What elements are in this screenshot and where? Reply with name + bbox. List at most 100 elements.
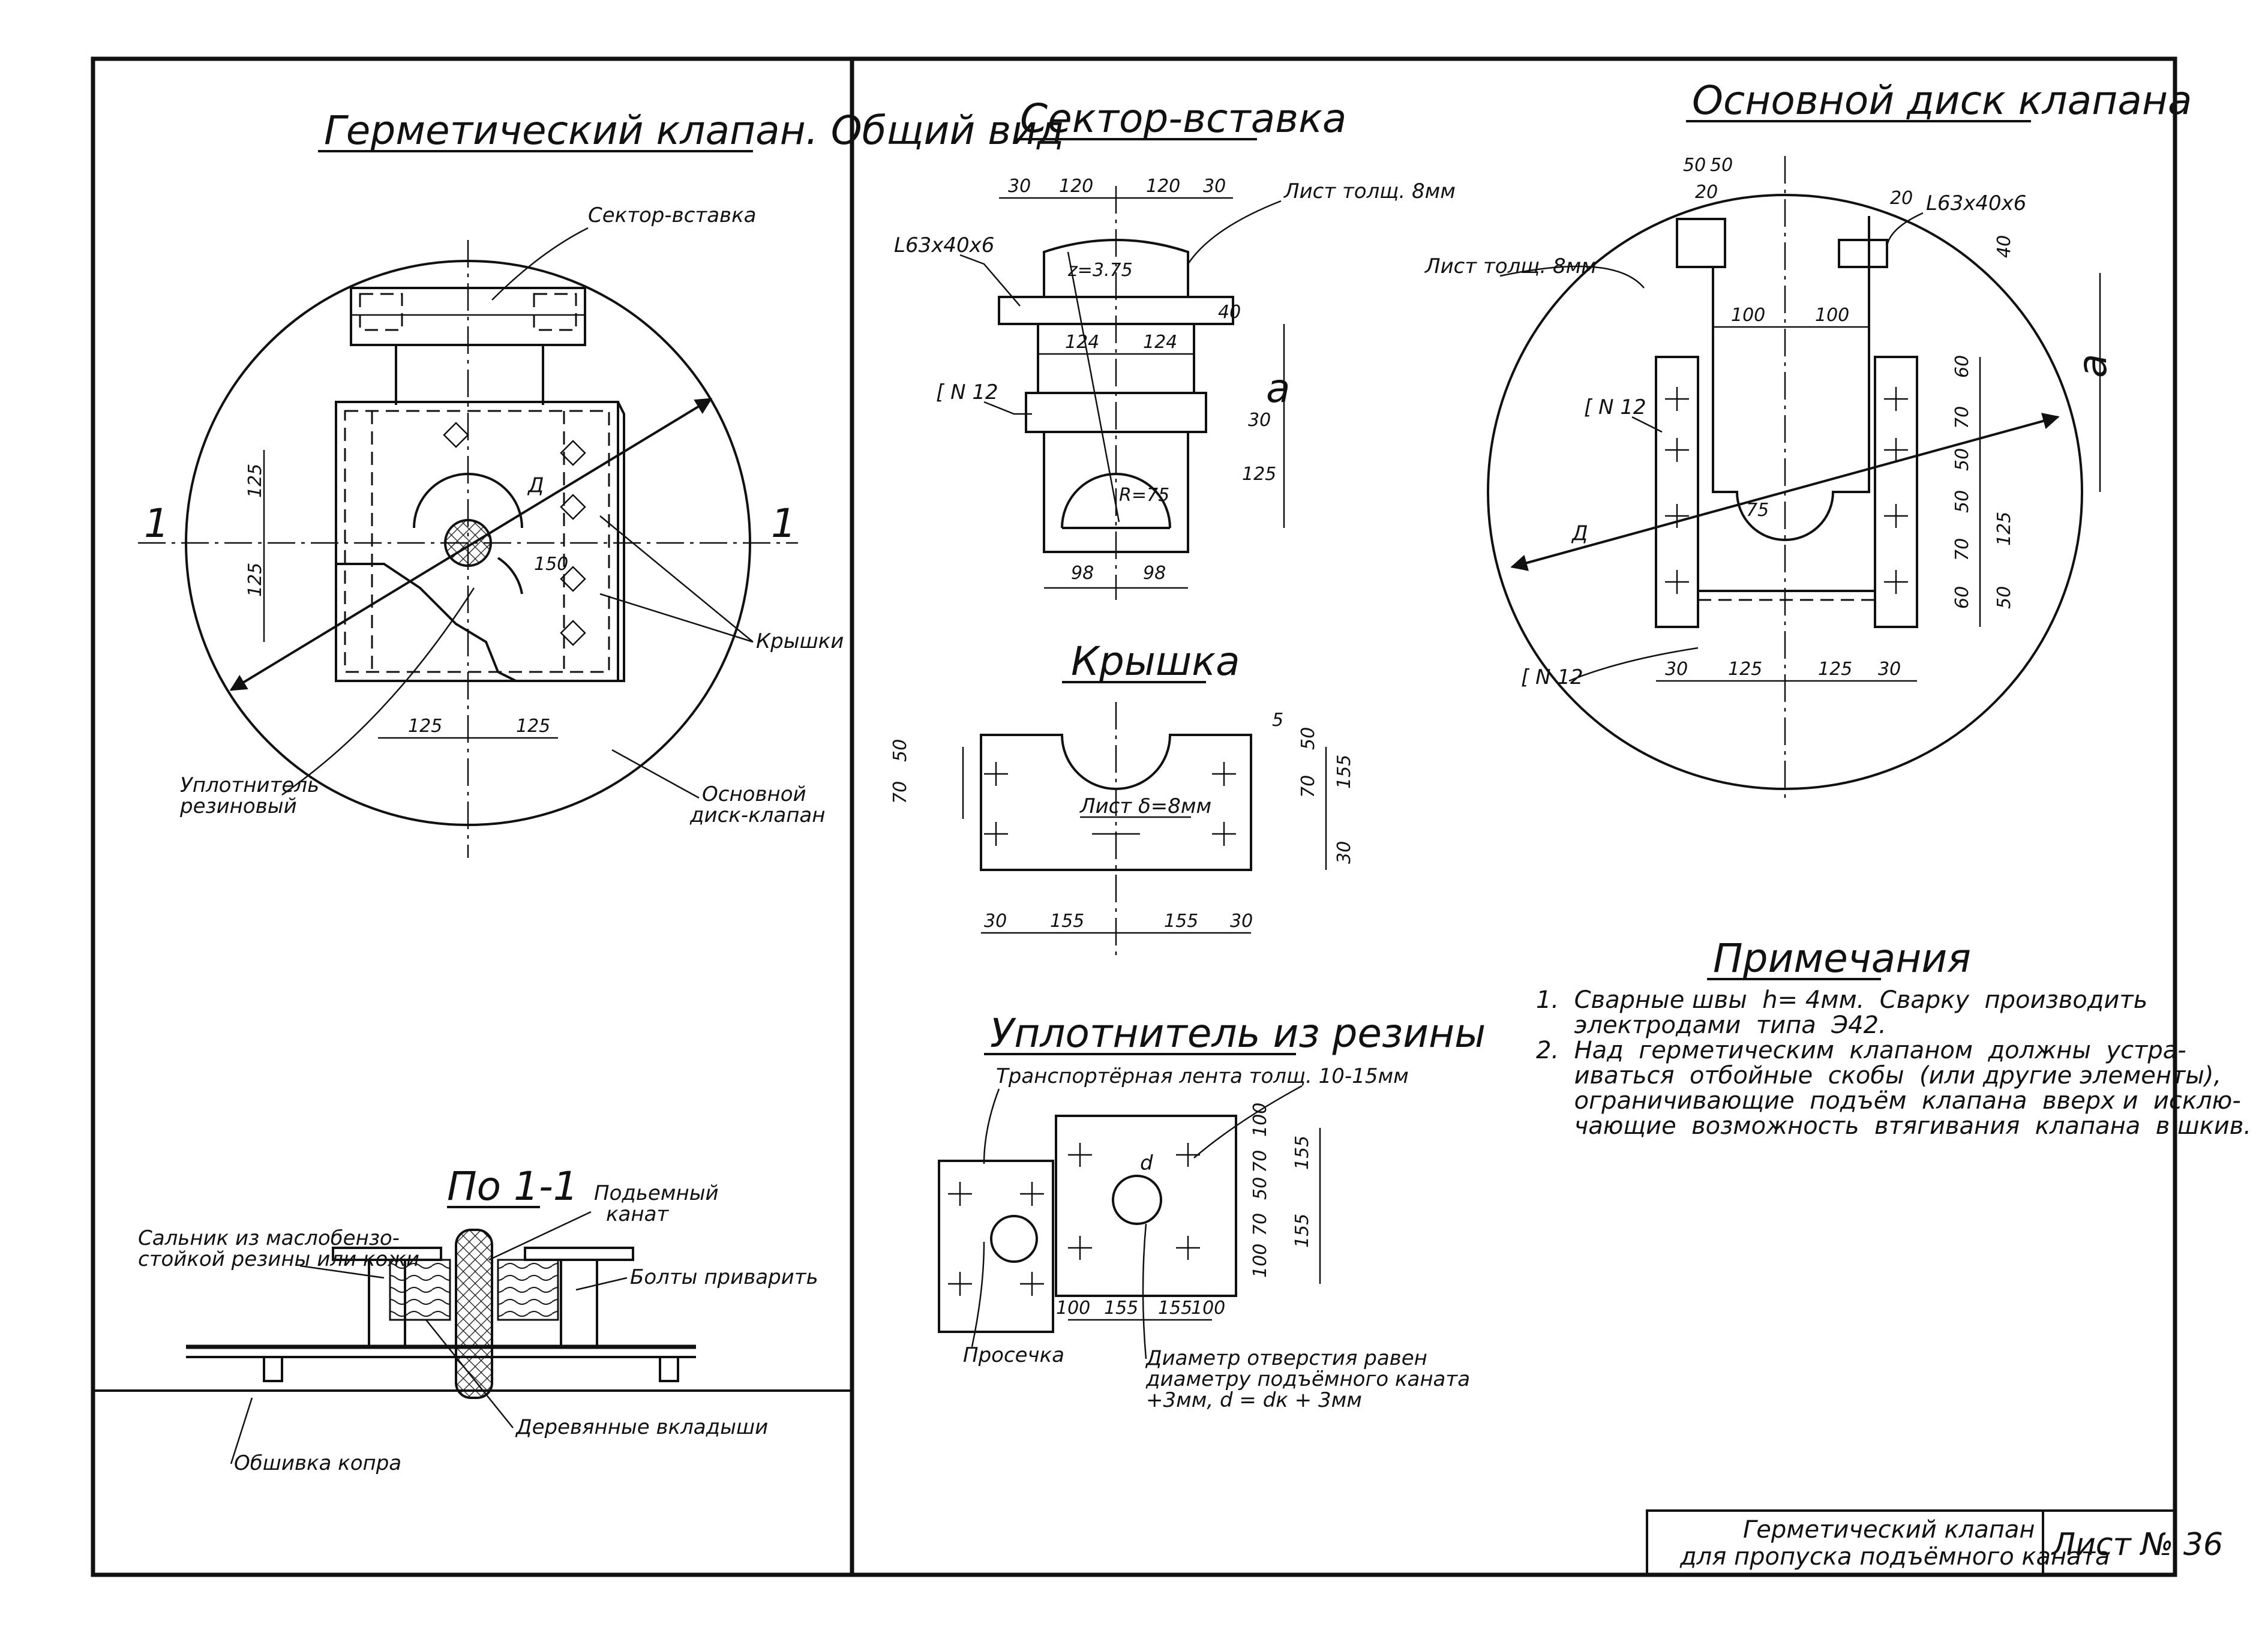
seal-dim-r4: 70	[1250, 1213, 1271, 1236]
disk-dim-r5: 50	[1952, 490, 1973, 513]
general-dim-4: 125	[516, 716, 550, 737]
sector-dim-r3: 125	[1242, 464, 1276, 485]
sector-dim-m2: 124	[1143, 332, 1177, 353]
disk-dim-b1: 30	[1665, 659, 1688, 680]
sector-insert-view: Сектор-вставка 30 120 120 30 124 124 98 …	[894, 95, 1456, 600]
sector-insert-title: Сектор-вставка	[1020, 95, 1346, 142]
cover-dim-l2: 70	[890, 781, 911, 804]
seal-label-hole-3: +3мм, d = dк + 3мм	[1146, 1388, 1362, 1412]
disk-dim-r7: 60	[1952, 586, 1973, 609]
note-line-6: чающие возможность втягивания клапана в …	[1536, 1112, 2251, 1140]
cover-dim-l1: 50	[890, 739, 911, 762]
disk-dim-b4: 30	[1878, 659, 1901, 680]
section-mark-right: 1	[771, 500, 796, 547]
notes-block: Примечания 1. Сварные швы h= 4мм. Сварку…	[1536, 935, 2251, 1140]
seal-dim-s2: 155	[1292, 1214, 1313, 1248]
label-lining: Обшивка копра	[234, 1451, 401, 1475]
label-disk-2: диск-клапан	[689, 803, 826, 827]
sector-label-sheet: Лист толщ. 8мм	[1283, 179, 1456, 203]
seal-dim-s1: 155	[1292, 1136, 1313, 1170]
label-wood: Деревянные вкладыши	[515, 1415, 768, 1439]
cover-dim-r4: 155	[1334, 755, 1355, 789]
seal-dim-b2: 155	[1104, 1298, 1138, 1319]
sector-dim-r1: 40	[1218, 302, 1241, 323]
sector-z-label: z=3.75	[1067, 260, 1133, 281]
section-title: По 1-1	[447, 1163, 578, 1209]
seal-dim-r1: 100	[1250, 1103, 1271, 1137]
sector-dim-r2: 30	[1248, 410, 1271, 431]
seal-dim-r2: 70	[1250, 1150, 1271, 1173]
label-covers: Крышки	[756, 629, 844, 653]
sector-dim-m1: 124	[1065, 332, 1099, 353]
disk-dim-i1: 100	[1731, 305, 1765, 326]
disk-dim-50: 50	[1994, 586, 2015, 609]
disk-dim-r2: 60	[1952, 355, 1973, 378]
seal-dim-b3: 155	[1158, 1298, 1192, 1319]
seal-label-belt: Транспортёрная лента толщ. 10-15мм	[996, 1064, 1409, 1088]
cover-dim-r3: 70	[1298, 775, 1319, 798]
disk-dim-d: Д	[1571, 521, 1588, 545]
seal-dim-b4: 100	[1191, 1298, 1225, 1319]
note-line-2: электродами типа Э42.	[1536, 1011, 1886, 1039]
general-dim-3: 125	[408, 716, 442, 737]
cover-dim-b3: 155	[1164, 911, 1198, 932]
sector-dim-t3: 120	[1146, 176, 1180, 197]
disk-label-channel-2: [ N 12	[1521, 665, 1583, 689]
disk-dim-t1: 50	[1683, 155, 1706, 176]
sector-r-label: R=75	[1119, 485, 1169, 506]
sector-dim-a: а	[1266, 365, 1290, 412]
cover-dim-b1: 30	[984, 911, 1007, 932]
label-bolts: Болты приварить	[630, 1265, 818, 1289]
label-disk-1: Основной	[702, 782, 806, 806]
seal-dim-b1: 100	[1056, 1298, 1090, 1319]
sector-label-channel: [ N 12	[936, 380, 998, 404]
note-line-3: 2. Над герметическим клапаном должны уст…	[1536, 1037, 2186, 1064]
cover-label-sheet: Лист δ=8мм	[1079, 794, 1211, 818]
label-seal-2: резиновый	[179, 794, 297, 818]
disk-dim-r6: 70	[1952, 538, 1973, 561]
note-line-1: 1. Сварные швы h= 4мм. Сварку производит…	[1536, 986, 2147, 1014]
cover-view: Крышка Лист δ=8мм 50 70 5 50 70 155 30 3…	[890, 638, 1355, 960]
sheet-frame	[91, 56, 2177, 1577]
disk-label-angle: L63x40x6	[1926, 191, 2026, 215]
label-rope-1: Подьемный	[594, 1181, 719, 1205]
sector-label-angle: L63x40x6	[894, 233, 994, 257]
section-view: По 1-1 Подьемный канат Сальник из маслоб…	[138, 1163, 818, 1475]
sector-dim-t4: 30	[1203, 176, 1226, 197]
cover-dim-b4: 30	[1230, 911, 1253, 932]
disk-r-label: 75	[1746, 500, 1769, 521]
cover-dim-b2: 155	[1050, 911, 1084, 932]
disk-dim-r3: 70	[1952, 406, 1973, 429]
seal-view: Уплотнитель из резины Транспортёрная лен…	[938, 1010, 1486, 1412]
note-line-4: иваться отбойные скобы (или другие элеме…	[1536, 1062, 2221, 1089]
general-dim-5: 150	[534, 554, 568, 575]
general-dim-2: 125	[245, 563, 266, 597]
seal-dim-r5: 100	[1250, 1244, 1271, 1278]
title-block: Герметический клапан для пропуска подъём…	[1646, 1509, 2223, 1576]
disk-dim-i2: 100	[1815, 305, 1849, 326]
sector-dim-b1: 98	[1071, 563, 1094, 584]
cover-dim-r2: 50	[1298, 727, 1319, 750]
note-line-5: ограничивающие подъём клапана вверх и ис…	[1536, 1087, 2241, 1115]
title-block-line-1: Герметический клапан	[1743, 1516, 2035, 1544]
cover-title: Крышка	[1071, 638, 1240, 685]
general-view: Герметический клапан. Общий вид	[138, 107, 1064, 858]
disk-dim-r4: 50	[1952, 448, 1973, 471]
disk-dim-t4: 20	[1890, 188, 1913, 209]
seal-dim-r3: 50	[1250, 1177, 1271, 1200]
label-gland-1: Сальник из маслобензо-	[138, 1226, 400, 1250]
disk-label-channel-1: [ N 12	[1584, 395, 1646, 419]
main-disk-view: Основной диск клапана Д 75 а 50 50 20 20…	[1424, 77, 2192, 798]
label-seal-1: Уплотнитель	[180, 773, 319, 797]
sector-dim-b2: 98	[1143, 563, 1166, 584]
cover-dim-r1: 5	[1272, 710, 1283, 731]
label-sector-insert: Сектор-вставка	[588, 203, 756, 227]
notes-title: Примечания	[1713, 935, 1971, 981]
cover-dim-r5: 30	[1334, 841, 1355, 864]
seal-dim-d: d	[1140, 1151, 1153, 1175]
seal-label-hole-2: диаметру подъёмного каната	[1145, 1367, 1470, 1391]
disk-dim-b2: 125	[1728, 659, 1762, 680]
title-block-sheet-number: Лист № 36	[2051, 1527, 2223, 1563]
general-dim-1: 125	[245, 464, 266, 498]
main-disk-title: Основной диск клапана	[1692, 77, 2192, 124]
